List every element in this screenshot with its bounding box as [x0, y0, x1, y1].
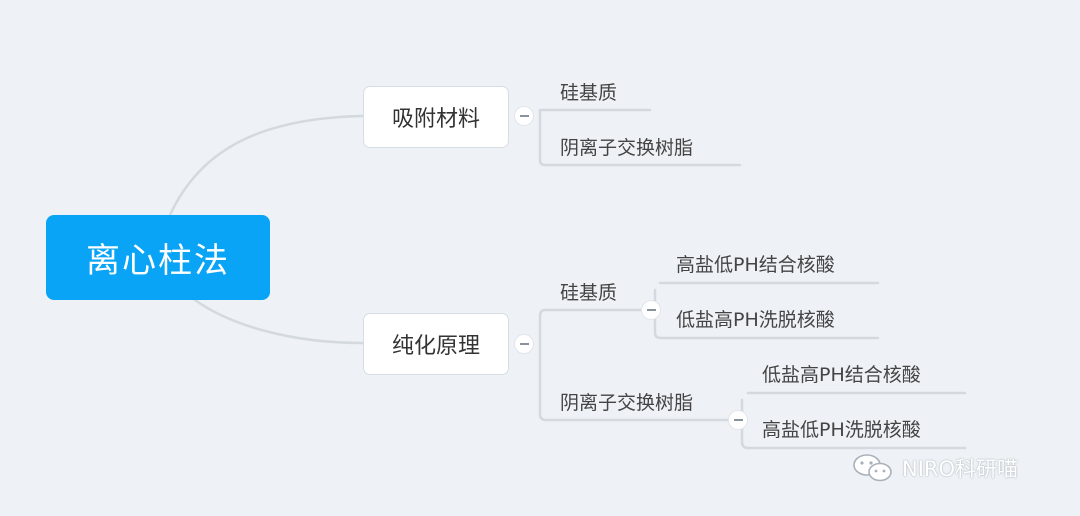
branch-1-label: 吸附材料 [391, 107, 480, 132]
watermark: NIRO科研喵 [852, 452, 1018, 484]
sub-node-1[interactable]: 硅基质 [560, 282, 618, 304]
collapse-toggle-sub-1[interactable] [641, 300, 661, 320]
connector-branch-2-subnodes [538, 308, 742, 422]
branch-2-label: 纯化原理 [391, 334, 480, 359]
leaf-node[interactable]: 低盐高PH洗脱核酸 [676, 309, 835, 331]
watermark-text: NIRO科研喵 [902, 457, 1019, 481]
leaf-node[interactable]: 高盐低PH结合核酸 [676, 254, 835, 276]
minus-icon [733, 419, 743, 421]
branch-node-1[interactable]: 吸附材料 [363, 86, 509, 148]
leaf-node[interactable]: 高盐低PH洗脱核酸 [762, 419, 921, 441]
leaf-node[interactable]: 低盐高PH结合核酸 [762, 364, 921, 386]
minus-icon [519, 343, 529, 345]
root-label: 离心柱法 [86, 241, 230, 281]
leaf-node[interactable]: 硅基质 [560, 82, 618, 104]
root-node[interactable]: 离心柱法 [46, 215, 270, 300]
wechat-icon [853, 454, 892, 482]
connector-sub-1-leaves [653, 281, 880, 340]
connector-branch-1-leaves [538, 108, 742, 167]
sub-node-2[interactable]: 阴离子交换树脂 [560, 392, 694, 414]
collapse-toggle-branch-1[interactable] [514, 106, 534, 126]
connector-sub-2-leaves [740, 391, 967, 450]
collapse-toggle-branch-2[interactable] [514, 334, 534, 354]
connector-root-branch-1 [168, 114, 365, 217]
minus-icon [646, 309, 656, 311]
leaf-node[interactable]: 阴离子交换树脂 [560, 137, 694, 159]
minus-icon [519, 115, 529, 117]
connector-root-branch-2 [193, 298, 365, 345]
branch-node-2[interactable]: 纯化原理 [363, 313, 509, 375]
collapse-toggle-sub-2[interactable] [728, 410, 748, 430]
